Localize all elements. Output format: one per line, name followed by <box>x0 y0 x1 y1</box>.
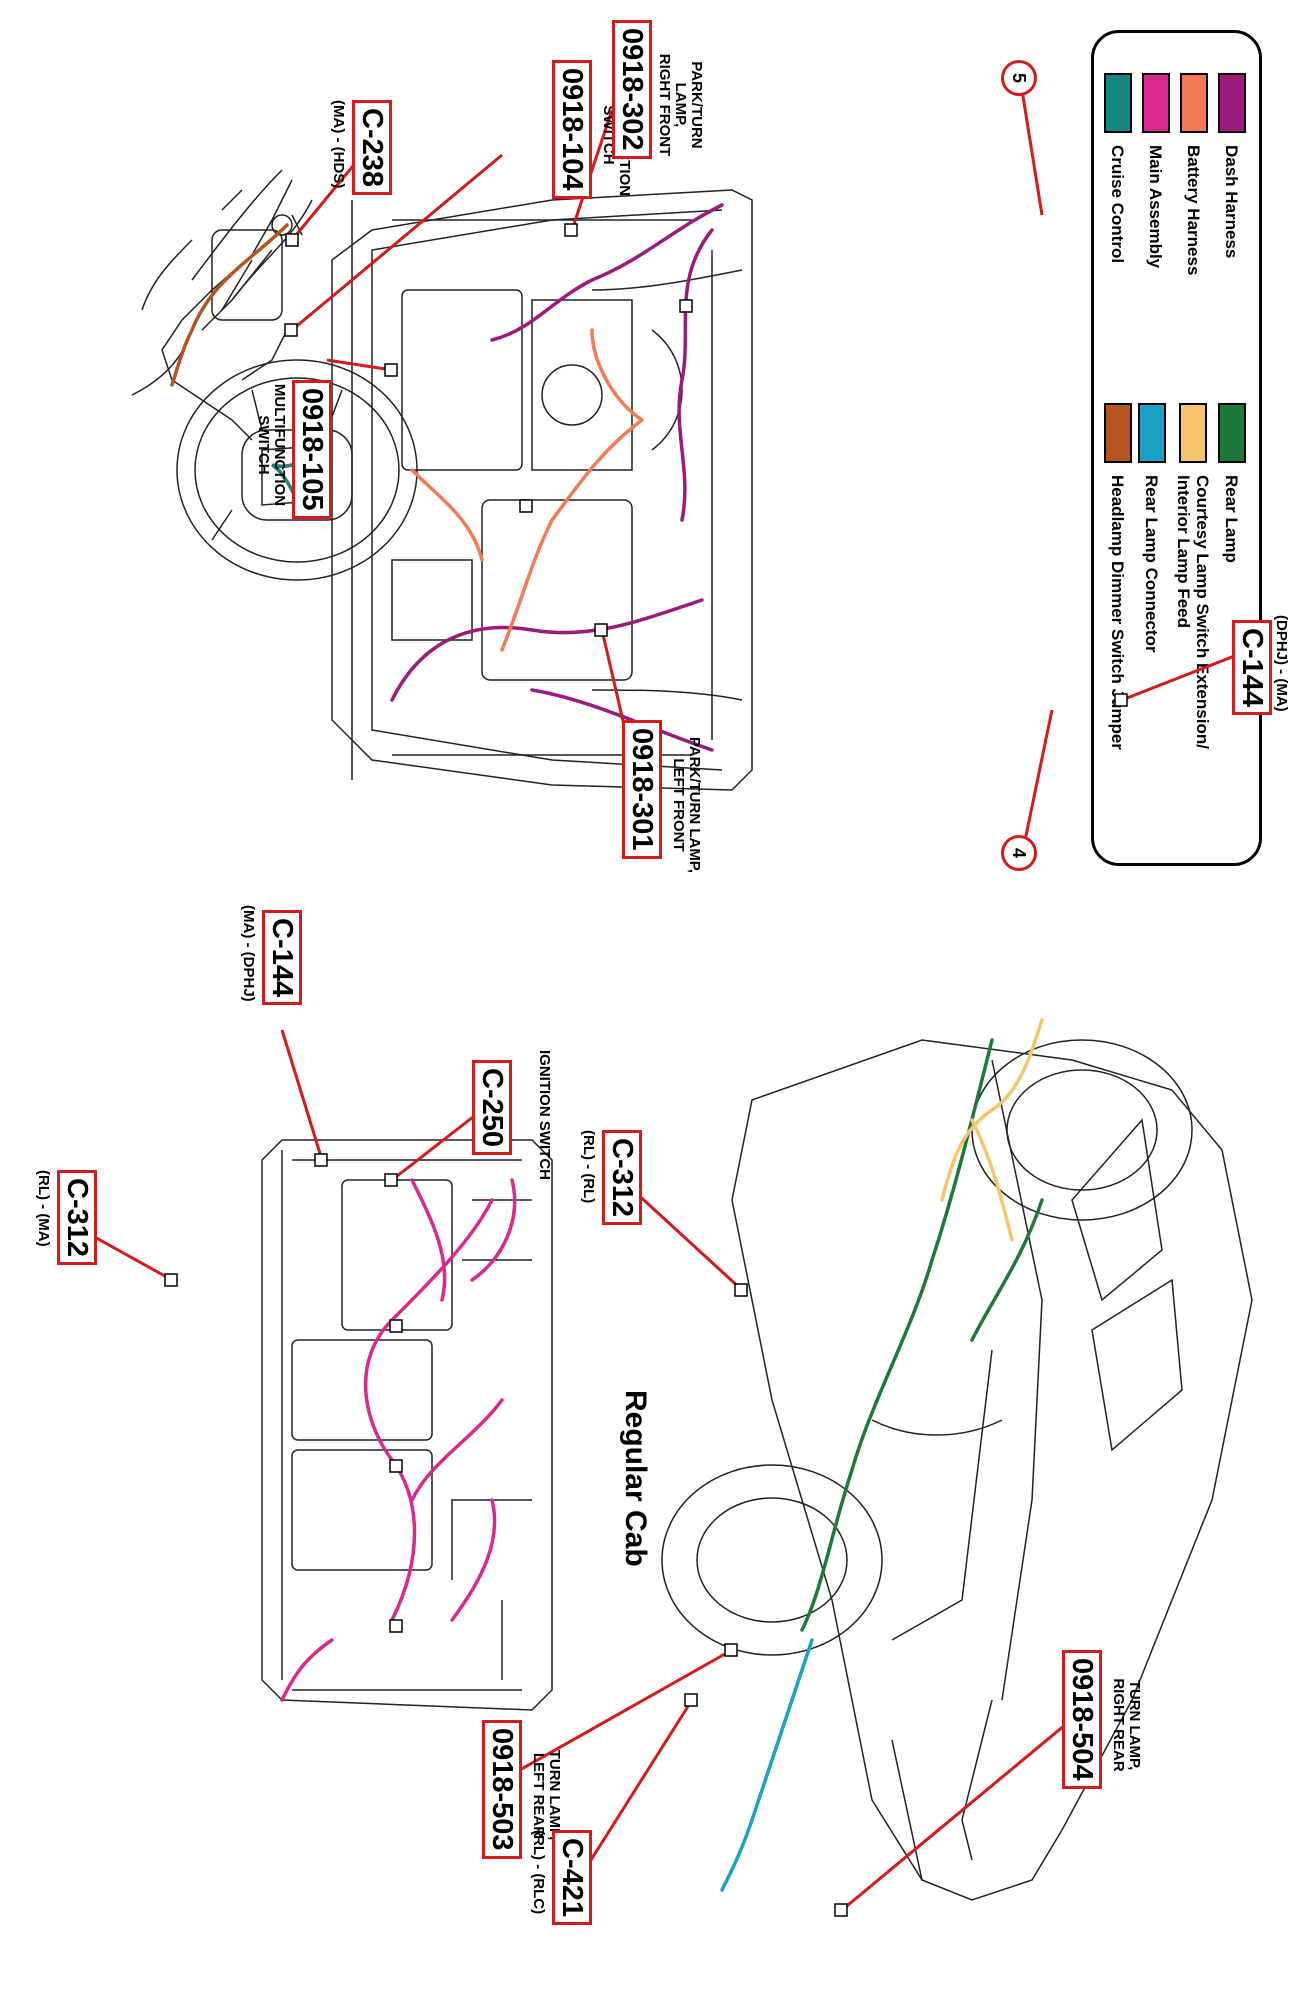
connector-tag-c312-dash: C-312 <box>57 1170 97 1265</box>
connector-icon <box>1114 693 1128 707</box>
note-line: TURN LAMP, <box>546 1749 563 1841</box>
connector-tag-0918-105: 0918-105 <box>292 380 332 519</box>
dash-panel-drawing <box>261 1139 553 1711</box>
note-line: LEFT REAR <box>530 1752 547 1838</box>
leader-c302 <box>570 109 614 231</box>
leader-c312-dash <box>81 1228 173 1282</box>
connector-icon <box>734 1283 748 1297</box>
connector-tag-c144-engine: C-144 <box>1232 620 1272 715</box>
connector-tag-0918-104: 0918-104 <box>552 60 592 199</box>
connector-icon <box>679 299 693 313</box>
leader-c421 <box>570 1699 694 1891</box>
connector-sub-c144-dash: (MA) - (DPHJ) <box>240 905 257 1002</box>
connector-tag-0918-503: 0918-503 <box>482 1720 522 1859</box>
connector-sub-c421: (RL) - (RLC) <box>530 1830 547 1915</box>
leader-marker5 <box>1020 89 1044 216</box>
note-line: SWITCH <box>255 415 272 475</box>
connector-icon <box>564 223 578 237</box>
leader-c238 <box>290 154 364 241</box>
leader-c250 <box>391 1108 483 1182</box>
connector-sub-c238: (MA) - (HDS) <box>330 100 347 189</box>
note-line: RIGHT REAR <box>1110 1678 1127 1772</box>
connector-sub-c312-truck: (RL) - (RL) <box>580 1130 597 1204</box>
wire-rear-lamp-connector <box>720 1638 814 1892</box>
connector-icon <box>314 1153 328 1167</box>
wire-main-assembly <box>363 1178 504 1622</box>
connector-tag-0918-504: 0918-504 <box>1062 1650 1102 1789</box>
note-line: PARK/TURN LAMP, <box>686 736 703 874</box>
wire-dash-harness <box>490 203 724 522</box>
leader-c312-truck <box>620 1178 744 1292</box>
note-line: RIGHT FRONT <box>656 53 673 157</box>
connector-tag-0918-301: 0918-301 <box>622 720 662 859</box>
connector-tag-c421: C-421 <box>552 1830 592 1925</box>
connector-icon <box>684 1693 698 1707</box>
wire-dimmer <box>170 223 289 387</box>
note-line: MULTIFUNCTION <box>271 383 288 507</box>
leader-c503 <box>501 1648 733 1782</box>
marker-4: 4 <box>1001 835 1037 871</box>
connector-tag-c144-dash: C-144 <box>262 910 302 1005</box>
connector-note-0918-504: TURN LAMP, RIGHT REAR <box>1110 1650 1143 1800</box>
callout-leaders <box>81 89 1238 1912</box>
leader-marker4 <box>1020 709 1054 856</box>
connector-icon <box>389 1459 403 1473</box>
connector-icon <box>284 323 298 337</box>
marker-5: 5 <box>1001 60 1037 96</box>
truck-body-drawing <box>661 1039 1253 1901</box>
connector-note-0918-302: PARK/TURN LAMP, RIGHT FRONT <box>656 30 705 180</box>
connector-icon <box>384 1173 398 1187</box>
connector-note-0918-301: PARK/TURN LAMP, LEFT FRONT <box>670 720 703 890</box>
connector-icon <box>834 1903 848 1917</box>
connector-blocks <box>164 223 1128 1917</box>
connector-note-0918-105: MULTIFUNCTION SWITCH <box>255 360 288 530</box>
wire-courtesy <box>940 1018 1044 1242</box>
connector-tag-c238: C-238 <box>352 100 392 195</box>
wire-dash-harness-b <box>390 598 714 752</box>
connector-icon <box>389 1319 403 1333</box>
connector-sub-c144-engine: (DPHJ) - (MA) <box>1273 615 1290 712</box>
note-line: LEFT FRONT <box>670 758 687 852</box>
connector-icon <box>519 499 533 513</box>
connector-icon <box>285 233 299 247</box>
view-title: Regular Cab <box>619 1390 652 1567</box>
connector-icon <box>594 623 608 637</box>
connector-note-c250: IGNITION SWITCH <box>536 1050 553 1180</box>
leader-c104 <box>291 153 503 332</box>
wire-battery-harness <box>410 328 644 652</box>
leader-c504 <box>841 1713 1078 1912</box>
connector-tag-0918-302: 0918-302 <box>612 20 652 159</box>
wire-rear-lamp <box>800 1038 1044 1632</box>
connector-sub-c312-dash: (RL) - (MA) <box>35 1170 52 1247</box>
note-line: PARK/TURN <box>688 61 705 149</box>
wire-main-assembly-b <box>280 1178 517 1702</box>
harness-wires <box>170 203 1044 1892</box>
connector-icon <box>164 1273 178 1287</box>
connector-icon <box>384 363 398 377</box>
connector-icon <box>724 1643 738 1657</box>
connector-tag-c250: C-250 <box>472 1060 512 1155</box>
leader-c144-engine <box>1121 653 1238 702</box>
leader-c105 <box>326 358 393 372</box>
connector-icon <box>389 1619 403 1633</box>
connector-tag-c312-truck: C-312 <box>602 1130 642 1225</box>
leader-c144-dash <box>280 1029 324 1161</box>
note-line: LAMP, <box>672 82 689 128</box>
note-line: TURN LAMP, <box>1126 1679 1143 1771</box>
